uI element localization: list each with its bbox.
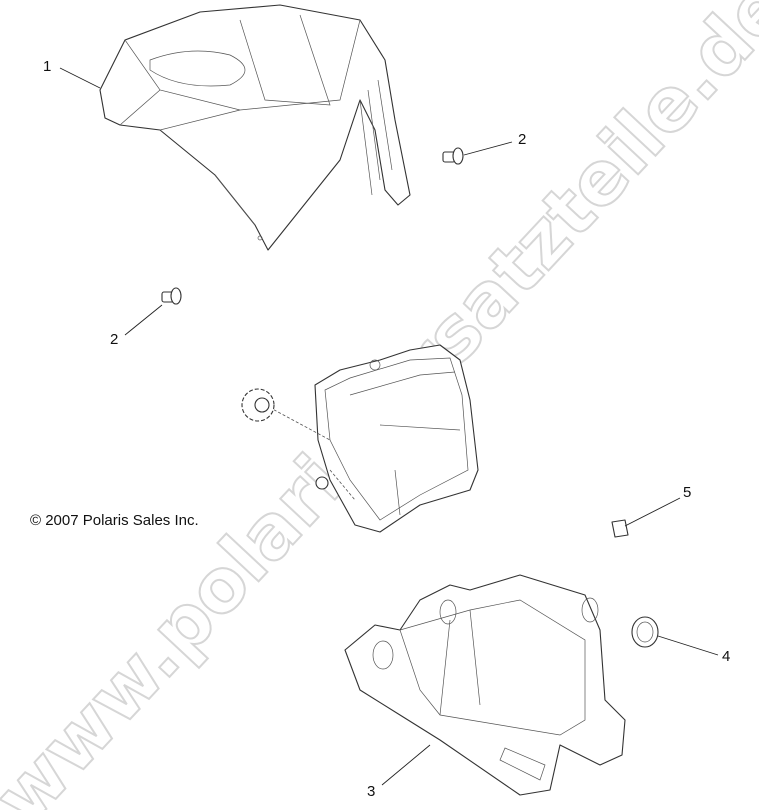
screw-left [161,287,182,305]
leader-line-2b [124,304,163,336]
callout-label: 2 [110,331,119,348]
headlight-assembly [264,344,479,533]
leader-line-1 [59,67,101,89]
callout-label: 5 [683,484,692,501]
leader-line-2a [463,141,513,156]
callout-label: 1 [43,58,52,75]
leader-line-5 [624,497,681,527]
screw-upper [442,147,464,165]
callout-label: 2 [518,131,527,148]
headlight-hood [99,4,411,251]
adjuster-gear [241,388,275,422]
leader-line-3 [381,744,431,786]
callout-label: 4 [722,648,731,665]
leader-line-4 [657,635,719,656]
clip-nut [611,519,629,538]
callout-label: 3 [367,783,376,800]
copyright-notice: © 2007 Polaris Sales Inc. [30,512,199,529]
lower-housing [344,574,626,796]
grommet-ring [631,616,659,648]
